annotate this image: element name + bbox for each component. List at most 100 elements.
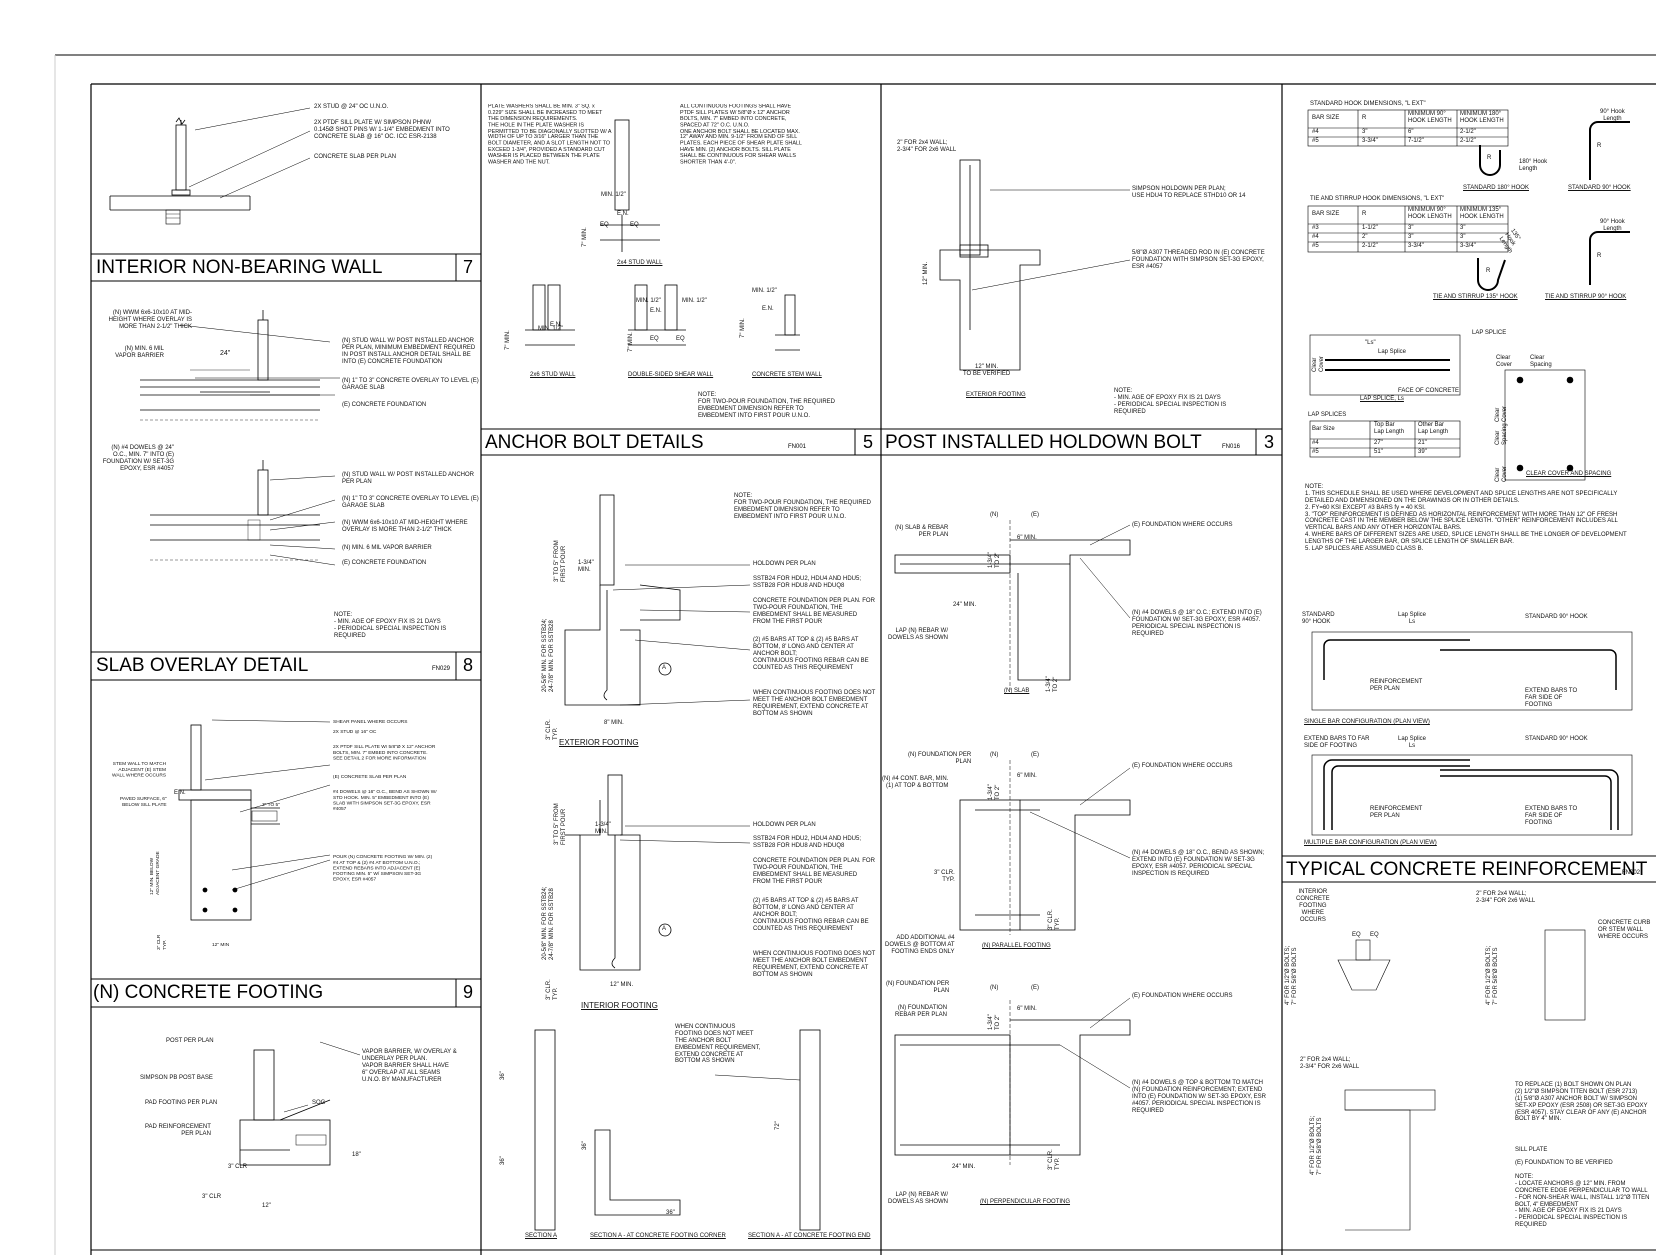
dp-dim-4: 3" CLR. TYP. — [934, 870, 955, 883]
hf-int-note-4: WHEN CONTINUOUS FOOTING DOES NOT MEET TH… — [753, 951, 876, 978]
d9-left-note-0: STEM WALL TO MATCH ADJACENT (E) STEM WAL… — [112, 762, 167, 778]
multi-4: EXTEND BARS TO FAR SIDE OF FOOTING — [1525, 806, 1578, 826]
lap-label-0: LAP SPLICE — [1472, 330, 1507, 336]
hook-label-r3: R — [1597, 253, 1602, 259]
ab-dim-12: EQ — [676, 336, 685, 342]
dp-note-2: ADD ADDITIONAL #4 DOWELS @ BOTTOM AT FOO… — [885, 935, 955, 955]
d7-note-sill: 2X PTDF SILL PLATE W/ SIMPSON PHNW 0.145… — [314, 120, 450, 140]
pih-note-0: 2" FOR 2x4 WALL; 2-3/4" FOR 2x6 WALL — [897, 140, 957, 153]
single-2: STANDARD 90° HOOK — [1525, 614, 1588, 620]
d8-dim: 24" — [220, 350, 231, 357]
ab-label-stem: CONCRETE STEM WALL — [752, 372, 822, 378]
ab-dim-14: MIN. 1/2" — [752, 288, 777, 294]
dp-dim-1: (E) — [1031, 752, 1039, 758]
dp-note-0: (N) FOUNDATION PER PLAN — [908, 752, 972, 765]
dq-note-4: (N) #4 DOWELS @ TOP & BOTTOM TO MATCH (N… — [1132, 1080, 1267, 1114]
bolt-curb-1: CONCRETE CURB OR STEM WALL WHERE OCCURS — [1598, 920, 1651, 940]
ab-dim-3: EQ — [630, 222, 639, 228]
pb-dim-3: 18" — [352, 1152, 361, 1158]
d9-note-2: 2X PTDF SILL PLATE W/ 5/8"Ø X 12" ANCHOR… — [333, 745, 436, 761]
single-1: Lap Splice Ls — [1398, 612, 1427, 625]
single-3: REINFORCEMENT PER PLAN — [1370, 679, 1423, 692]
bolt-rep-0: 2" FOR 2x4 WALL; 2-3/4" FOR 2x6 WALL — [1300, 1057, 1360, 1070]
detail-5-title: ANCHOR BOLT DETAILS — [485, 432, 704, 453]
hf-int-dim-3: 3" CLR. TYP. — [546, 979, 559, 1000]
std-hook-r0c3: 2-1/2" — [1460, 129, 1476, 135]
sec-dim-0: 36" — [500, 1071, 506, 1080]
pb-note-left-2: PAD FOOTING PER PLAN — [145, 1100, 218, 1106]
multi-1: Lap Splice Ls — [1398, 736, 1427, 749]
lap-label-7: LAP SPLICE, Ls — [1360, 396, 1404, 402]
hf-ext-note-1: SSTB24 FOR HDU2, HDU4 AND HDU5; SSTB28 F… — [753, 576, 862, 589]
pb-note-right-1: SOG — [312, 1100, 326, 1106]
ab-label-2x4: 2x4 STUD WALL — [617, 260, 663, 266]
hf-ext-dim-3: 3" CLR. TYP. — [546, 719, 559, 740]
dp-dim-2: 1-3/4" TO 2" — [988, 784, 1001, 800]
lap-label-11: CLEAR COVER AND SPACING — [1526, 471, 1612, 477]
detail-9-number: 9 — [463, 982, 474, 1002]
hook-title-1: STANDARD 90° HOOK — [1568, 185, 1631, 191]
dq-note-0: (N) FOUNDATION PER PLAN — [886, 981, 950, 994]
dp-label: (N) PARALLEL FOOTING — [982, 943, 1051, 949]
hook-label-1: 90° Hook Length — [1600, 109, 1625, 122]
d8-note-a2: (N) 1" TO 3" CONCRETE OVERLAY TO LEVEL (… — [342, 378, 479, 391]
tie-hook-r2c2: 3-3/4" — [1408, 243, 1424, 249]
lap-label-4: Clear Cover — [1496, 355, 1513, 368]
std-hook-h3: MINIMUM 180° HOOK LENGTH — [1460, 111, 1504, 124]
d9-dim-1: 3" TO 5" — [262, 803, 280, 808]
bolt-note: NOTE: - LOCATE ANCHORS @ 12" MIN. FROM C… — [1515, 1174, 1650, 1229]
std-hook-r0c1: 3" — [1362, 129, 1368, 135]
hf-ext-note-0: HOLDOWN PER PLAN — [753, 561, 816, 567]
detail-3-number: 3 — [1264, 432, 1275, 452]
d9-left-note-1: PAVED SURFACE, 6" BELOW SILL PLATE — [120, 797, 167, 808]
tie-hook-r2c1: 2-1/2" — [1362, 243, 1378, 249]
hf-int-dim-0: 3" TO 5" FROM FIRST POUR — [554, 803, 567, 845]
single-5: SINGLE BAR CONFIGURATION (PLAN VIEW) — [1304, 719, 1430, 725]
hf-note: NOTE: FOR TWO-POUR FOUNDATION, THE REQUI… — [734, 493, 872, 520]
d8-note-a1: (N) STUD WALL W/ POST INSTALLED ANCHOR P… — [342, 338, 476, 365]
d8-note-b5: (E) CONCRETE FOUNDATION — [342, 560, 427, 566]
lap-h2: Other Bar Lap Length — [1418, 422, 1449, 435]
ds-note-2: (E) FOUNDATION WHERE OCCURS — [1132, 522, 1233, 528]
single-4: EXTEND BARS TO FAR SIDE OF FOOTING — [1525, 688, 1578, 708]
bolt-int-3: 4" FOR 1/2"Ø BOLTS; 7" FOR 5/8"Ø BOLTS — [1285, 945, 1298, 1005]
bolt-curb-0: 2" FOR 2x4 WALL; 2-3/4" FOR 2x6 WALL — [1476, 891, 1536, 904]
dp-note-4: (N) #4 DOWELS @ 18" O.C., BEND AS SHOWN;… — [1132, 850, 1265, 877]
bolt-rep-3: (E) FOUNDATION TO BE VERIFIED — [1515, 1160, 1613, 1166]
lap-r0c2: 21" — [1418, 440, 1427, 446]
pb-dim-1: 3" CLR — [202, 1194, 222, 1200]
dq-dim-4: 24" MIN. — [952, 1164, 976, 1170]
lap-r1c0: #5 — [1312, 449, 1319, 455]
dq-dim-2: 1-3/4" TO 2" — [988, 1014, 1001, 1030]
dq-dim-5: 3" CLR. TYP. — [1048, 1149, 1061, 1170]
pb-note-left-3: PAD REINFORCEMENT PER PLAN — [145, 1124, 211, 1137]
d8-note-b4: (N) MIN. 6 MIL VAPOR BARRIER — [342, 545, 432, 551]
hf-int-dim-1: 1-3/4" MIN. — [595, 822, 611, 835]
std-hook-h2: MINIMUM 90° HOOK LENGTH — [1408, 111, 1452, 124]
std-hook-h0: BAR SIZE — [1312, 115, 1340, 121]
d7-note-stud: 2X STUD @ 24" OC U.N.O. — [314, 104, 389, 110]
pb-note-right-0: VAPOR BARRIER, W/ OVERLAY & UNDERLAY PER… — [362, 1049, 457, 1083]
dp-dim-5: 3" CLR. TYP. — [1048, 909, 1061, 930]
lap-h0: Bar Size — [1312, 426, 1335, 432]
bolt-curb-2: 4" FOR 1/2"Ø BOLTS; 7" FOR 5/8"Ø BOLTS — [1486, 945, 1499, 1005]
ab-dim-10: E.N. — [650, 308, 662, 314]
lap-label-6: FACE OF CONCRETE — [1398, 388, 1460, 394]
interior-wall-drawing — [109, 107, 311, 225]
ab-dim-15: E.N. — [762, 306, 774, 312]
reinforcement-code: FN002 — [1622, 870, 1641, 876]
hook-label-r1: R — [1597, 143, 1602, 149]
d9-dim-4: 12" MIN — [212, 943, 230, 948]
single-0: STANDARD 90° HOOK — [1302, 612, 1335, 625]
detail-8-title: SLAB OVERLAY DETAIL — [96, 655, 309, 676]
ab-note-right: ALL CONTINUOUS FOOTINGS SHALL HAVE PTDF … — [680, 104, 802, 166]
detail-3-code: FN016 — [1222, 444, 1241, 450]
sec-label-0: SECTION A — [525, 1233, 558, 1239]
hook-label-r2: R — [1486, 268, 1491, 274]
d8-left-note-dowels: (N) #4 DOWELS @ 24" O.C., MIN. 7" INTO (… — [102, 445, 174, 472]
bolt-int-2: EQ — [1370, 932, 1379, 938]
dowel-details-drawing — [894, 520, 1131, 1165]
tie-hook-r0c1: 1-1/2" — [1362, 225, 1378, 231]
tie-hook-r1c3: 3" — [1460, 234, 1466, 240]
